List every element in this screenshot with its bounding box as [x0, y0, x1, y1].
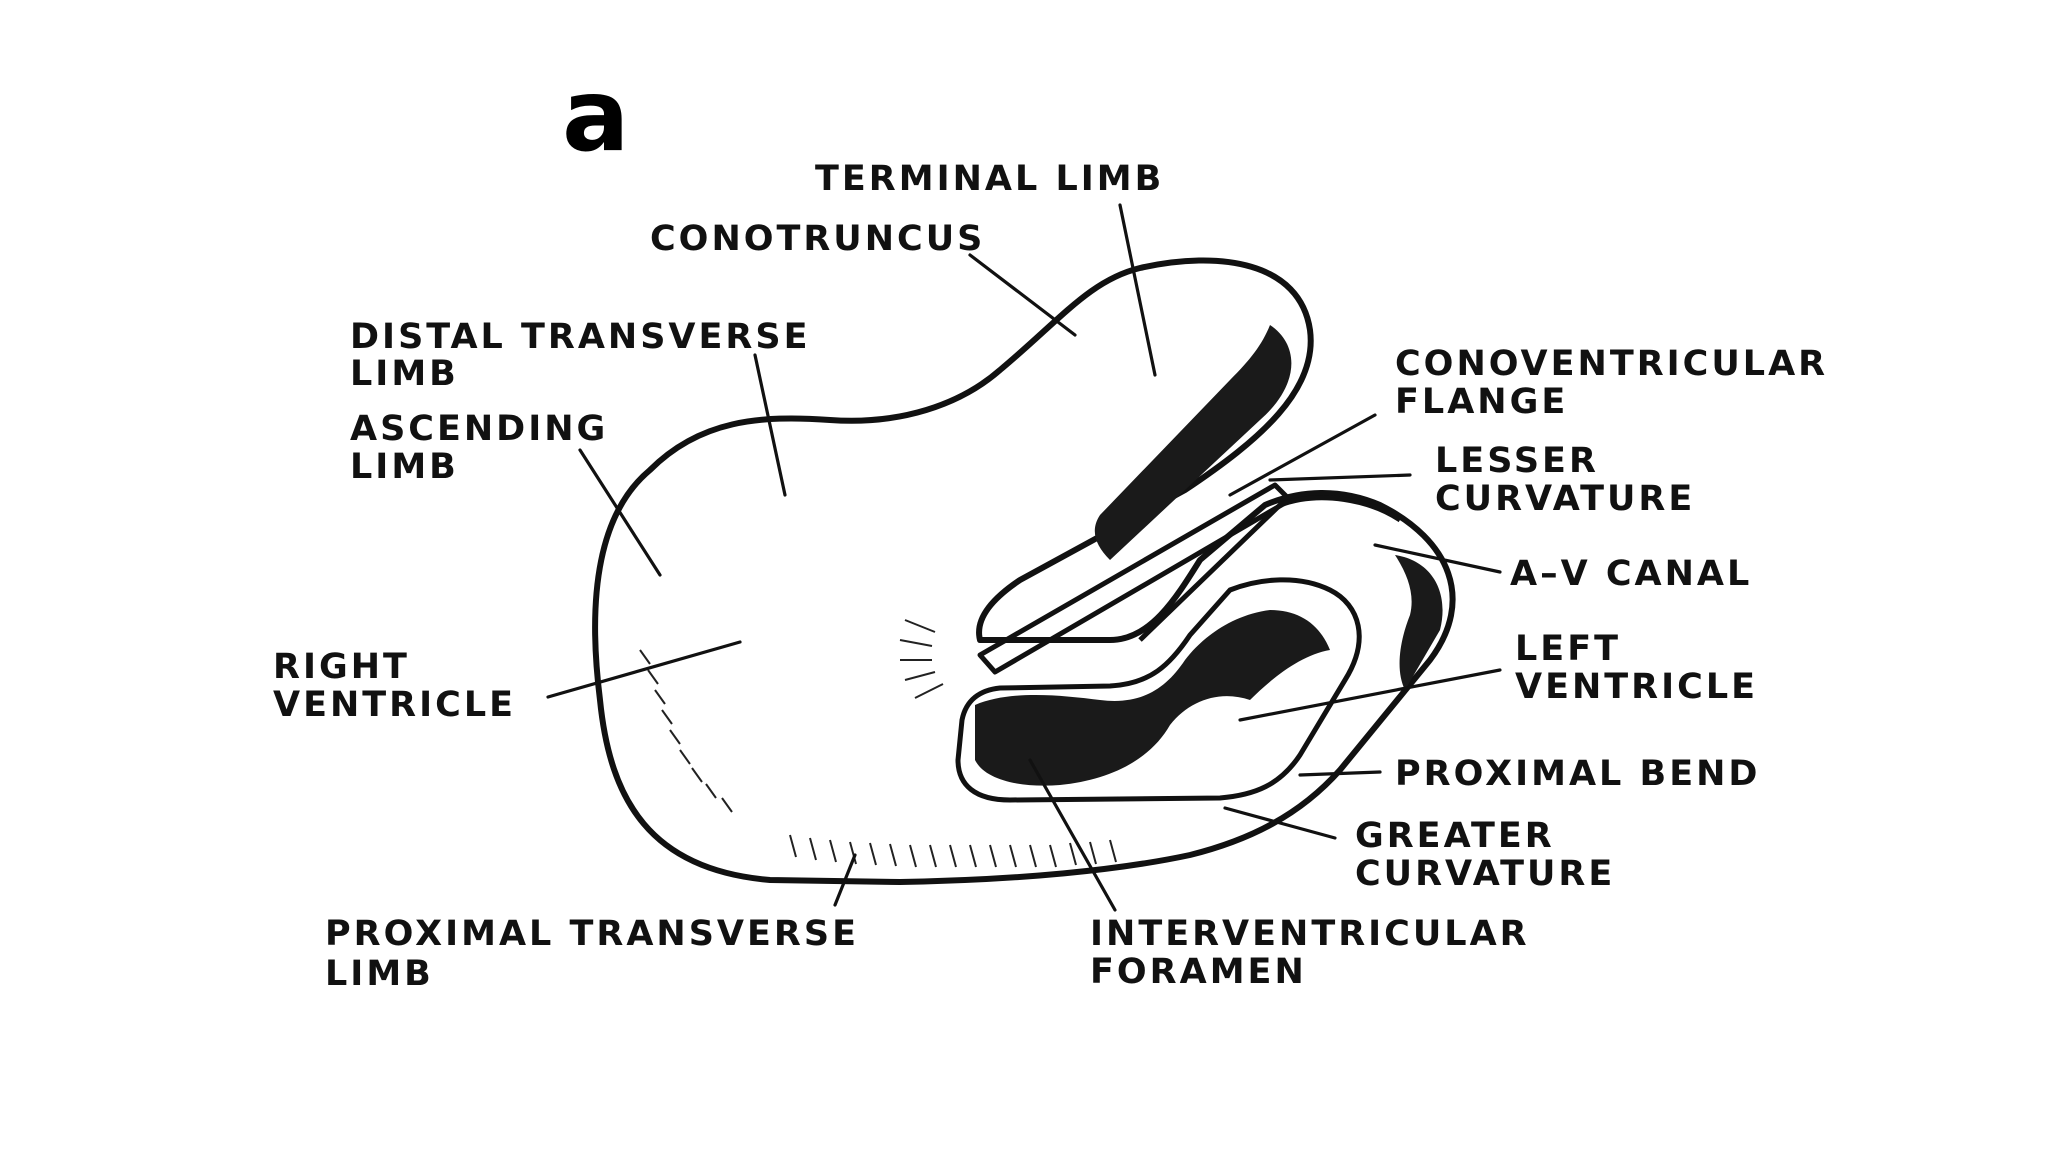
heart-tube-drawing [592, 257, 1456, 885]
label-interventricular-foramen-1: INTERVENTRICULAR [1090, 914, 1530, 954]
leader-conoventricular-flange [1228, 413, 1377, 497]
labels: TERMINAL LIMB CONOTRUNCUS DISTAL TRANSVE… [273, 159, 1828, 994]
label-left-ventricle-2: VENTRICLE [1515, 667, 1758, 707]
label-proximal-transverse-limb-2: LIMB [325, 954, 434, 994]
label-conoventricular-flange-1: CONOVENTRICULAR [1395, 344, 1828, 384]
label-distal-transverse-limb-2: LIMB [350, 354, 459, 394]
label-lesser-curvature-1: LESSER [1435, 441, 1599, 481]
label-proximal-bend: PROXIMAL BEND [1395, 754, 1760, 794]
label-interventricular-foramen-2: FORAMEN [1090, 952, 1307, 992]
label-terminal-limb: TERMINAL LIMB [815, 159, 1164, 199]
label-left-ventricle-1: LEFT [1515, 629, 1621, 669]
leader-left-ventricle [1238, 668, 1502, 722]
label-right-ventricle-1: RIGHT [273, 647, 410, 687]
lesser-curvature-edge [1138, 495, 1402, 642]
terminal-limb-shading [1094, 325, 1292, 560]
av-canal-shading [1395, 555, 1443, 690]
leader-interventricular-foramen [1028, 758, 1117, 912]
leader-proximal-bend [1298, 770, 1382, 777]
label-right-ventricle-2: VENTRICLE [273, 685, 516, 725]
panel-letter: a [562, 57, 629, 174]
label-ascending-limb-2: LIMB [350, 447, 459, 487]
label-lesser-curvature-2: CURVATURE [1435, 479, 1695, 519]
leader-distal-transverse-limb [753, 353, 787, 497]
label-greater-curvature-2: CURVATURE [1355, 854, 1615, 894]
leader-lesser-curvature [1268, 473, 1412, 482]
label-ascending-limb-1: ASCENDING [350, 409, 608, 449]
label-greater-curvature-1: GREATER [1355, 816, 1555, 856]
label-conoventricular-flange-2: FLANGE [1395, 382, 1568, 422]
leader-terminal-limb [1118, 203, 1157, 377]
leader-lines [546, 203, 1502, 912]
leader-proximal-transverse-limb [833, 853, 857, 907]
label-conotruncus: CONOTRUNCUS [650, 219, 985, 259]
leader-av-canal [1373, 543, 1502, 574]
label-distal-transverse-limb-1: DISTAL TRANSVERSE [350, 317, 811, 357]
leader-ascending-limb [578, 448, 662, 577]
left-ventricle-shading [975, 610, 1330, 786]
left-ventricle-cavity [955, 577, 1362, 803]
label-av-canal: A–V CANAL [1510, 554, 1752, 594]
label-proximal-transverse-limb-1: PROXIMAL TRANSVERSE [325, 914, 859, 954]
leader-right-ventricle [546, 640, 742, 699]
leader-greater-curvature [1223, 806, 1337, 840]
leader-conotruncus [968, 253, 1077, 337]
surface-hatching [639, 619, 1117, 868]
